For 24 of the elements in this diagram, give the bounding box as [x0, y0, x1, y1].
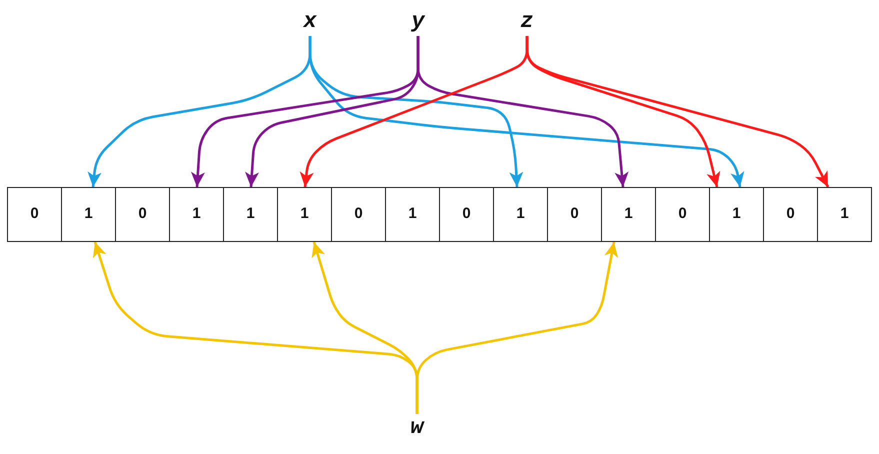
element-label: w [405, 414, 429, 442]
bit-cell: 0 [7, 187, 62, 242]
bit-cell: 1 [493, 187, 548, 242]
bit-cell: 1 [169, 187, 224, 242]
arrow [416, 242, 618, 414]
bit-cell: 1 [601, 187, 656, 242]
bit-cell: 1 [61, 187, 116, 242]
bit-cell: 1 [277, 187, 332, 242]
arrow [416, 36, 629, 188]
arrow [308, 36, 744, 188]
bit-cell: 0 [331, 187, 386, 242]
bit-cell: 1 [223, 187, 278, 242]
bit-cell: 0 [439, 187, 494, 242]
bit-cell: 0 [547, 187, 602, 242]
bit-cell: 0 [115, 187, 170, 242]
element-label: z [515, 8, 539, 36]
element-label: y [406, 8, 430, 36]
bit-cell: 0 [763, 187, 818, 242]
bit-cell: 1 [817, 187, 872, 242]
bit-cell: 0 [655, 187, 710, 242]
bit-cell: 1 [709, 187, 764, 242]
arrow [526, 36, 830, 188]
bit-cell: 1 [385, 187, 440, 242]
element-label: x [298, 8, 322, 36]
